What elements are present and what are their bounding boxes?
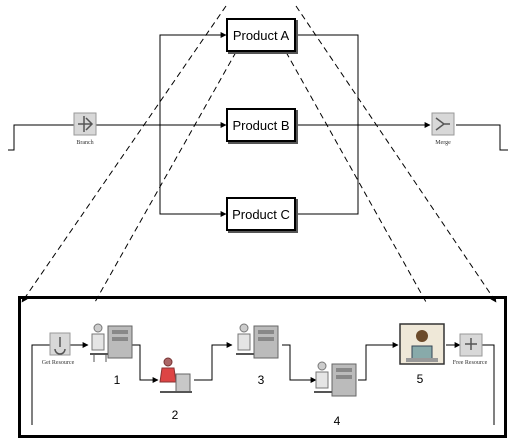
step-number: 5 [416,372,424,386]
detail-output-line [482,344,495,425]
product-b-box: Product B [226,108,296,142]
workstation-icon [314,361,357,397]
merge-label: Merge [435,140,451,146]
input-line [8,124,74,151]
zoom-line-outer-right [295,5,497,303]
step-number: 3 [257,373,265,387]
merge-icon [431,112,455,136]
detail-input-line [31,344,50,425]
step-number: 1 [113,373,121,387]
c-to-merge-line [296,125,359,215]
inspector-icon [399,323,445,365]
step4-to-step5-line [358,342,399,381]
step3-to-step4-line [282,344,317,383]
branch-to-c-line [159,125,227,217]
get-resource-icon [49,332,71,356]
step-number: 4 [333,414,341,428]
zoom-line-inner-left [94,51,237,303]
a-to-merge-line [296,34,359,125]
zoom-line-outer-left [21,5,227,303]
product-c-box: Product C [226,197,296,231]
product-a-box: Product A [226,18,296,52]
step-number: 2 [171,408,179,422]
workstation-icon [90,323,133,362]
zoom-line-inner-right [285,51,427,303]
branch-label: Branch [76,140,94,146]
output-line [456,124,508,151]
free-resource-icon [459,333,483,357]
branch-to-a-line [159,32,227,125]
detail-process-frame [18,296,507,438]
step2-to-step3-line [194,342,233,381]
branch-icon [73,112,97,136]
step1-to-step2-line [132,344,159,383]
free-resource-label: Free Resource [452,360,488,366]
workstation-icon [236,323,279,359]
operator-icon [159,357,192,393]
get-resource-label: Get Resource [41,360,75,366]
